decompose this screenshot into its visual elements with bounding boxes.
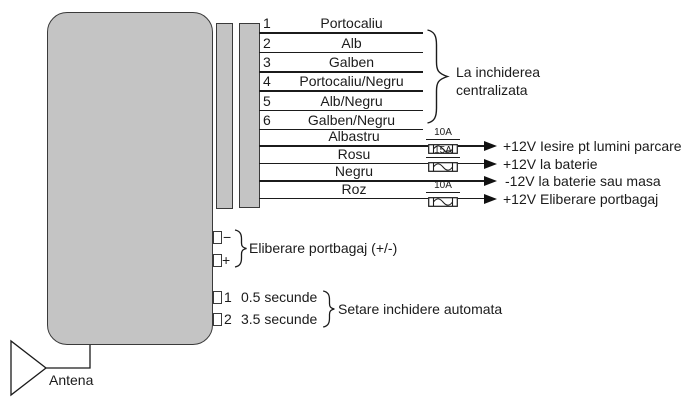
central-locking-caption-line2: centralizata [456, 82, 528, 98]
wire-label: Roz [341, 180, 367, 197]
wire-label: Alb/Negru [320, 92, 383, 109]
wire-label: Galben/Negru [307, 111, 396, 128]
trunk-pin-plus [213, 254, 222, 267]
wire-line [259, 197, 428, 199]
trunk-pin-minus-label: − [223, 229, 232, 245]
wire-pin-number: 1 [263, 15, 271, 31]
autolock-pin-2 [213, 313, 222, 326]
wire-label: Rosu [337, 145, 371, 162]
fuse-icon [428, 159, 458, 172]
autolock-pin-2-label: 2 [224, 311, 232, 327]
autolock-pin-1-value: 0.5 secunde [241, 289, 318, 305]
wire-label: Negru [334, 163, 374, 179]
trunk-pin-minus [213, 231, 222, 244]
wire-label: Portocaliu [320, 15, 383, 31]
central-locking-caption-line1: La inchiderea [456, 64, 541, 80]
fuse-icon [428, 194, 458, 207]
wire-pin-number: 2 [263, 34, 271, 51]
connector-strip-inner [216, 23, 233, 209]
antenna-icon [10, 339, 91, 397]
wire-output-label: +12V la baterie [503, 155, 598, 172]
wire-pin-number: 3 [263, 54, 271, 70]
wire-output-label: -12V la baterie sau masa [505, 173, 661, 189]
fuse-rating: 10A [426, 127, 460, 140]
wire-line [259, 32, 423, 34]
wire-line [458, 197, 484, 199]
wire-line [259, 90, 423, 92]
antenna-label: Antena [49, 372, 94, 388]
trunk-pin-plus-label: + [222, 252, 231, 268]
autolock-pin-1-label: 1 [224, 289, 232, 305]
wire-pin-number: 4 [263, 73, 271, 89]
wire-label: Alb [341, 34, 362, 51]
wire-line [259, 51, 423, 53]
autolock-pin-2-value: 3.5 secunde [241, 311, 318, 327]
wire-pin-number: 6 [263, 111, 271, 128]
arrow-right-icon [484, 176, 497, 186]
autolock-pin-1 [213, 291, 222, 304]
wire-output-label: +12V Eliberare portbagaj [503, 190, 659, 207]
arrow-right-icon [484, 158, 497, 169]
autolock-caption: Setare inchidere automata [338, 301, 503, 317]
wire-line [259, 162, 428, 164]
wire-line [259, 71, 423, 73]
wire-line [458, 145, 484, 147]
wire-line [458, 162, 484, 164]
trunk-release-brace [234, 229, 247, 268]
wire-output-label: +12V Iesire pt lumini parcare [503, 138, 682, 154]
wire-line [259, 109, 423, 111]
central-locking-brace [427, 29, 450, 124]
wire-label: Galben [328, 54, 375, 70]
trunk-release-caption: Eliberare portbagaj (+/-) [249, 240, 398, 256]
wire-label: Portocaliu/Negru [299, 73, 404, 89]
wire-pin-number: 5 [263, 92, 271, 109]
arrow-right-icon [484, 141, 497, 151]
wire-line [259, 128, 423, 130]
fuse-rating: 15A [426, 145, 460, 158]
fuse-icon [428, 141, 458, 154]
wire-line [259, 145, 428, 147]
arrow-right-icon [484, 193, 497, 204]
wire-line [259, 180, 484, 182]
autolock-brace [323, 290, 335, 328]
fuse-rating: 10A [426, 180, 460, 193]
wire-label: Albastru [328, 128, 380, 144]
alarm-main-unit [47, 12, 213, 345]
connector-strip-outer [239, 23, 260, 208]
